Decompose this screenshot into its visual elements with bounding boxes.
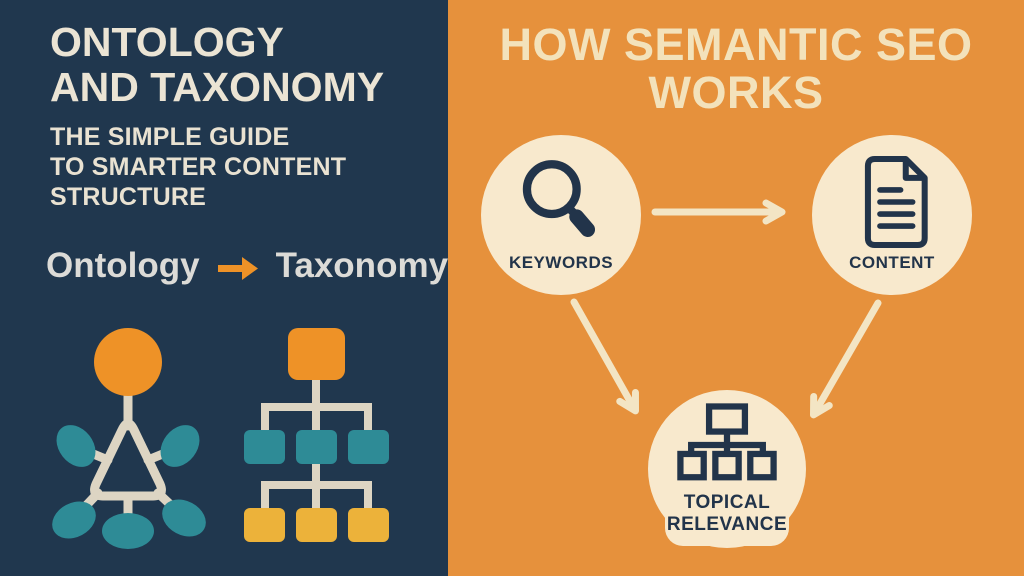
- keywords-node: KEYWORDS: [481, 135, 641, 295]
- content-node: CONTENT: [812, 135, 972, 295]
- taxonomy-term: Taxonomy: [275, 246, 449, 285]
- topical-relevance-node: TOPICAL RELEVANCE: [644, 390, 810, 548]
- taxonomy-root-node: [288, 328, 345, 380]
- right-panel-semantic-seo: HOW SEMANTIC SEO WORKS: [448, 0, 1024, 576]
- left-subtitle-line3: STRUCTURE: [50, 183, 206, 211]
- keywords-to-topical-arrow: [570, 298, 639, 415]
- taxonomy-tree-diagram: [244, 328, 389, 542]
- topical-relevance-label: TOPICAL RELEVANCE: [667, 492, 787, 536]
- left-subtitle: THE SIMPLE GUIDE TO SMARTER CONTENT STRU…: [50, 122, 346, 212]
- topical-label-line2: RELEVANCE: [666, 514, 788, 535]
- ontology-term: Ontology: [46, 246, 200, 285]
- content-label: CONTENT: [849, 253, 935, 272]
- right-arrow-icon: [217, 257, 258, 280]
- left-title-line2: AND TAXONOMY: [50, 64, 385, 110]
- magnifier-search-icon: [522, 160, 596, 237]
- right-title: HOW SEMANTIC SEO WORKS: [448, 21, 1024, 117]
- left-title-line1: ONTOLOGY: [50, 19, 284, 65]
- left-subtitle-line2: TO SMARTER CONTENT: [50, 153, 347, 181]
- topical-badge-rect: [665, 458, 789, 546]
- content-to-topical-arrow: [810, 299, 882, 419]
- document-icon: [864, 155, 928, 249]
- ontology-network-diagram: [52, 328, 206, 549]
- left-title: ONTOLOGY AND TAXONOMY: [50, 20, 384, 110]
- right-title-line2: WORKS: [648, 67, 824, 118]
- hierarchy-sitemap-icon: [677, 403, 777, 481]
- ontology-root-node: [94, 328, 162, 396]
- topical-label-line1: TOPICAL: [683, 492, 771, 513]
- left-subtitle-line1: THE SIMPLE GUIDE: [50, 123, 290, 151]
- left-panel-ontology-taxonomy: ONTOLOGY AND TAXONOMY THE SIMPLE GUIDE T…: [0, 0, 448, 576]
- ontology-vs-taxonomy-row: Ontology Taxonomy: [46, 246, 448, 286]
- right-title-line1: HOW SEMANTIC SEO: [499, 19, 973, 70]
- keywords-label: KEYWORDS: [508, 253, 614, 272]
